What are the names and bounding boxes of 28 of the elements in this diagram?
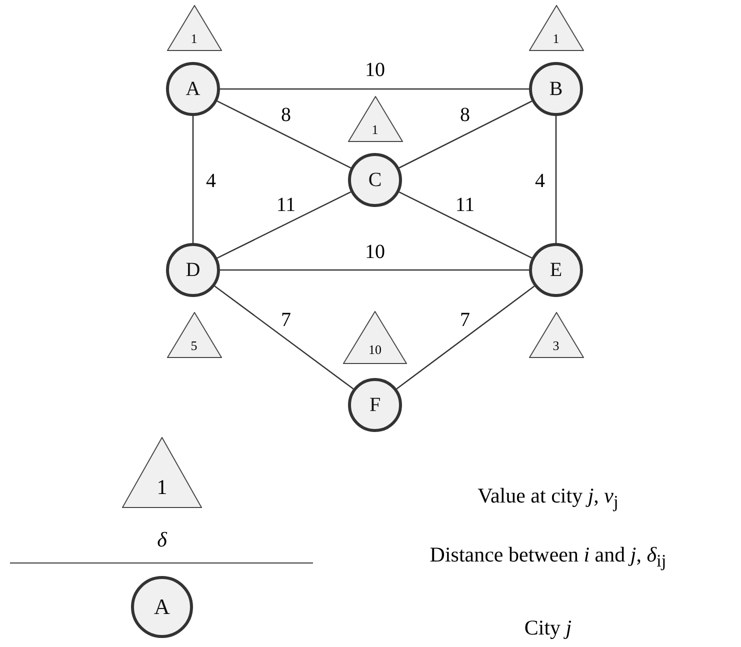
- connector-line: [396, 286, 535, 390]
- value-triangle: 1: [528, 5, 584, 51]
- value-triangle: 5: [166, 312, 222, 358]
- city-circle: B: [529, 62, 583, 116]
- connector-line: [220, 269, 529, 271]
- value-triangle: 10: [343, 311, 407, 364]
- legend-text: Distance between i and j, δ$_{ij}$: [430, 542, 666, 572]
- connector-line: [220, 88, 529, 90]
- legend-circle: A: [131, 576, 193, 638]
- connector-line: [398, 191, 532, 259]
- connector-line: [216, 191, 352, 259]
- value-triangle: 1: [348, 96, 402, 142]
- city-circle: F: [348, 378, 402, 432]
- value-triangle: 3: [528, 312, 584, 358]
- legend-text: City j: [524, 616, 572, 640]
- symbol-label: δ: [157, 528, 167, 552]
- city-circle: C: [348, 153, 402, 207]
- city-circle: A: [166, 62, 220, 116]
- connector-line: [398, 100, 532, 168]
- value-triangle: 1: [166, 5, 222, 51]
- connector-line: [214, 286, 354, 390]
- connector-line: [216, 100, 352, 168]
- connector-line: [555, 116, 557, 243]
- connector-line: [192, 116, 194, 243]
- city-circle: D: [166, 243, 220, 297]
- legend-triangle: 1: [122, 437, 202, 508]
- city-circle: E: [529, 243, 583, 297]
- legend-text: Value at city j, v$_{j}$: [478, 483, 618, 513]
